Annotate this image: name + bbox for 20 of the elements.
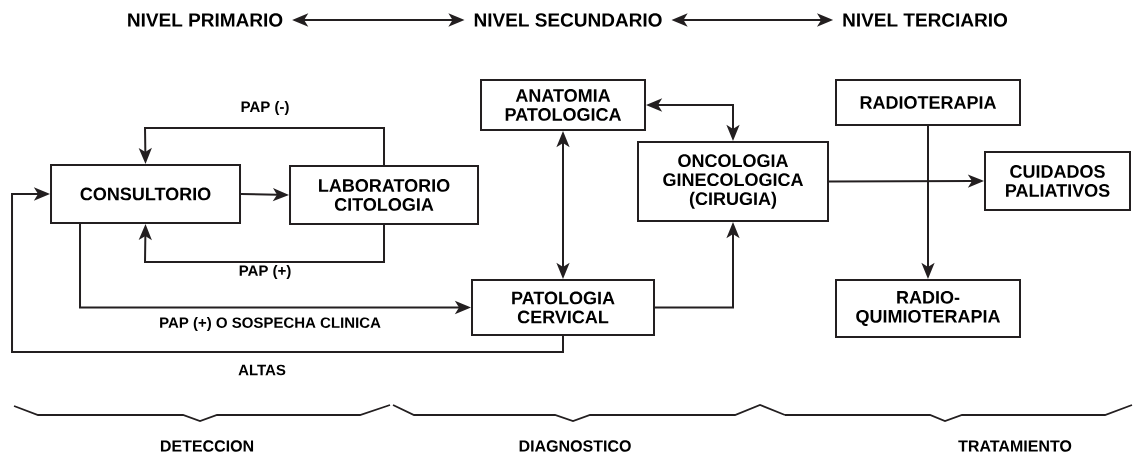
arrow bbox=[11, 187, 564, 353]
edge-label: PAP (+) O SOSPECHA CLINICA bbox=[158, 316, 382, 332]
edge-label: PAP (+) bbox=[237, 264, 293, 280]
edge-label: PAP (-) bbox=[239, 100, 291, 116]
phase-label: DETECCION bbox=[160, 440, 254, 452]
phase-label: TRATAMIENTO bbox=[958, 440, 1072, 452]
process-box: RADIOTERAPIA bbox=[835, 79, 1021, 126]
phase-label: DIAGNOSTICO bbox=[519, 440, 631, 452]
process-box: RADIO-QUIMIOTERAPIA bbox=[835, 279, 1021, 338]
process-box: LABORATORIO CITOLOGIA bbox=[289, 165, 479, 225]
level-heading: NIVEL TERCIARIO bbox=[843, 13, 1008, 27]
process-box: ANATOMIA PATOLOGICA bbox=[480, 79, 646, 131]
level-heading: NIVEL SECUNDARIO bbox=[474, 13, 662, 27]
process-box: CUIDADOS PALIATIVOS bbox=[984, 151, 1131, 211]
process-box: PATOLOGIA CERVICAL bbox=[471, 279, 655, 336]
level-heading: NIVEL PRIMARIO bbox=[128, 13, 283, 27]
arrow bbox=[138, 224, 385, 263]
process-box: CONSULTORIO bbox=[50, 164, 241, 224]
edge-label: ALTAS bbox=[237, 363, 287, 377]
process-box: ONCOLOGIA GINECOLOGICA (CIRUGIA) bbox=[637, 141, 829, 222]
